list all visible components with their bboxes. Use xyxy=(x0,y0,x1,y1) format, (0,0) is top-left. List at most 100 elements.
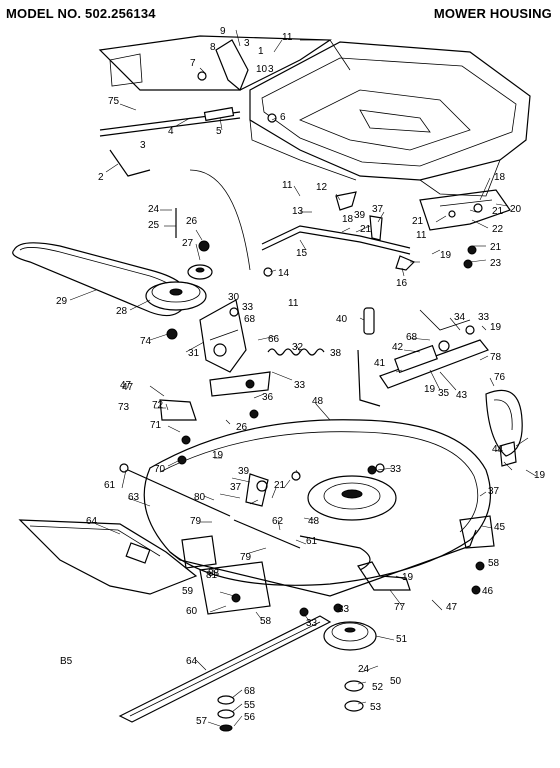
callout-14: 14 xyxy=(278,268,290,279)
callout-79: 79 xyxy=(240,552,252,563)
callout-4: 4 xyxy=(168,126,174,137)
rod xyxy=(119,463,231,517)
callout-28: 28 xyxy=(116,306,128,317)
drive-belt xyxy=(12,169,251,317)
callout-33: 33 xyxy=(306,618,318,629)
callout-36: 36 xyxy=(262,392,274,403)
callout-70: 70 xyxy=(154,464,166,475)
callout-47: 47 xyxy=(120,380,132,391)
callout-58: 58 xyxy=(488,558,500,569)
blade-adapter xyxy=(217,621,377,732)
figure-code: B5 xyxy=(60,656,73,667)
callout-46: 46 xyxy=(482,586,494,597)
callout-76: 76 xyxy=(494,372,506,383)
grass-deflector xyxy=(18,519,198,595)
idler-bracket xyxy=(199,299,271,397)
callout-64: 64 xyxy=(186,656,198,667)
lift-shaft xyxy=(261,191,416,277)
callout-24: 24 xyxy=(358,664,370,675)
callout-37: 37 xyxy=(488,486,500,497)
callout-19: 19 xyxy=(440,250,452,261)
callout-21: 21 xyxy=(360,224,372,235)
callout-13: 13 xyxy=(292,206,304,217)
callout-33: 33 xyxy=(294,380,306,391)
callout-11: 11 xyxy=(416,230,427,241)
callout-47: 47 xyxy=(446,602,458,613)
callout-52: 52 xyxy=(372,682,384,693)
callout-31: 31 xyxy=(188,348,200,359)
callout-30: 30 xyxy=(228,292,240,303)
callout-18: 18 xyxy=(342,214,354,225)
callout-34: 34 xyxy=(454,312,466,323)
callout-66: 66 xyxy=(268,334,280,345)
callout-77: 77 xyxy=(394,602,406,613)
callout-16: 16 xyxy=(396,278,408,289)
callout-41: 41 xyxy=(374,358,386,369)
callout-15: 15 xyxy=(296,248,308,259)
callout-75: 75 xyxy=(108,96,120,107)
callout-21: 21 xyxy=(412,216,424,227)
callout-21: 21 xyxy=(490,242,502,253)
callout-8: 8 xyxy=(210,42,216,53)
upper-frame xyxy=(98,35,531,197)
callout-62: 62 xyxy=(272,516,284,527)
callout-21: 21 xyxy=(274,480,286,491)
callout-11: 11 xyxy=(288,298,299,309)
leader-lines xyxy=(69,29,537,727)
callout-7: 7 xyxy=(190,58,196,69)
callout-3: 3 xyxy=(244,38,250,49)
callout-33: 33 xyxy=(242,302,254,313)
callout-68: 68 xyxy=(244,314,256,325)
callout-58: 58 xyxy=(260,616,272,627)
callout-37: 37 xyxy=(230,482,242,493)
callout-2: 2 xyxy=(98,172,104,183)
callout-40: 40 xyxy=(336,314,348,325)
callout-23: 23 xyxy=(490,258,502,269)
callout-19: 19 xyxy=(212,450,224,461)
callout-68: 68 xyxy=(406,332,418,343)
blade xyxy=(118,615,332,723)
callout-29: 29 xyxy=(56,296,68,307)
callout-61: 61 xyxy=(306,536,318,547)
callout-9: 9 xyxy=(220,26,226,37)
callout-19: 19 xyxy=(424,384,436,395)
callout-64: 64 xyxy=(86,516,98,527)
hardware xyxy=(159,245,517,617)
callout-33: 33 xyxy=(478,312,490,323)
callout-21: 21 xyxy=(492,206,504,217)
callout-44: 44 xyxy=(492,444,504,455)
callout-63: 63 xyxy=(128,492,140,503)
mower-deck xyxy=(143,419,492,597)
height-rod xyxy=(357,307,381,407)
callout-19: 19 xyxy=(402,572,414,583)
diagram-title: MOWER HOUSING xyxy=(433,6,552,21)
callout-61: 61 xyxy=(104,480,116,491)
callout-43: 43 xyxy=(456,390,468,401)
right-bracket xyxy=(419,189,511,231)
callout-26: 26 xyxy=(236,422,248,433)
callout-39: 39 xyxy=(238,466,250,477)
callout-51: 51 xyxy=(396,634,408,645)
callout-50: 50 xyxy=(390,676,402,687)
callout-56: 56 xyxy=(244,712,256,723)
callout-33: 33 xyxy=(338,604,350,615)
callout-47: 47 xyxy=(122,382,134,393)
callout-25: 25 xyxy=(148,220,160,231)
callout-20: 20 xyxy=(510,204,522,215)
tension-spring xyxy=(267,348,325,356)
callout-39: 39 xyxy=(354,210,366,221)
callout-6: 6 xyxy=(280,112,286,123)
callout-45: 45 xyxy=(494,522,506,533)
model-number: MODEL NO. 502.256134 xyxy=(6,6,156,21)
callout-79: 79 xyxy=(190,516,202,527)
callout-72: 72 xyxy=(152,400,164,411)
callout-27: 27 xyxy=(182,238,194,249)
callout-12: 12 xyxy=(316,182,328,193)
callout-11: 11 xyxy=(282,180,293,191)
callout-3: 3 xyxy=(268,64,274,75)
callout-73: 73 xyxy=(118,402,130,413)
callout-32: 32 xyxy=(292,342,304,353)
callout-18: 18 xyxy=(494,172,506,183)
callout-48: 48 xyxy=(312,396,324,407)
rear-bracket xyxy=(357,561,411,591)
